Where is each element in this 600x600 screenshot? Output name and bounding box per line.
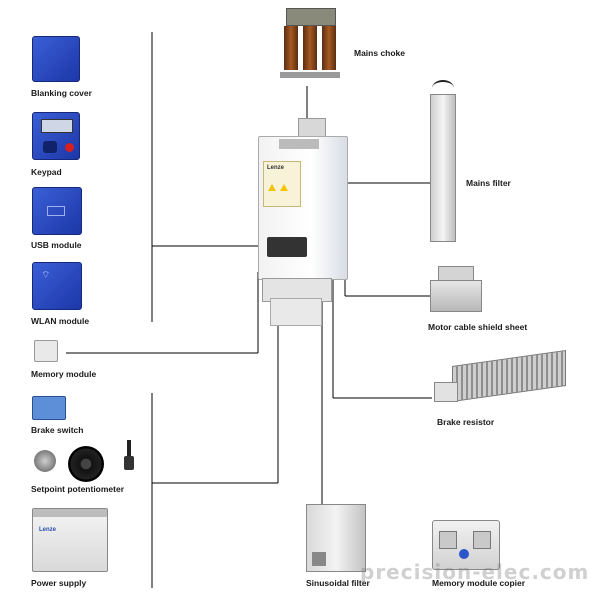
choke-coil-1 [284, 26, 298, 70]
shield-sheet-image [430, 266, 482, 314]
power-supply-terminals [33, 509, 107, 517]
wlan-module-image: ⌔ [32, 262, 82, 310]
shield-sheet-plate [430, 280, 482, 312]
copier-slot-1 [439, 531, 457, 549]
choke-coil-3 [322, 26, 336, 70]
inverter-terminal-block [267, 237, 307, 257]
mains-filter-body [430, 94, 456, 242]
inverter-shield-plate [270, 298, 322, 326]
keypad-image [32, 112, 80, 160]
brake-resistor-terminal [434, 382, 458, 402]
mains-filter-label: Mains filter [466, 178, 511, 188]
keypad-display [41, 119, 73, 133]
sinusoidal-filter-image [306, 504, 366, 572]
watermark-text: precision-elec.com [360, 560, 590, 584]
wlan-module-label: WLAN module [31, 316, 90, 326]
mains-filter-cable [432, 80, 454, 96]
sinusoidal-filter-terminal [312, 552, 326, 566]
memory-module-label: Memory module [31, 369, 97, 379]
sinusoidal-filter-label: Sinusoidal filter [306, 578, 370, 588]
memory-module-copier-image [432, 520, 500, 570]
blanking-cover-label: Blanking cover [31, 88, 92, 98]
power-supply-image: Lenze [32, 508, 108, 572]
usb-module-label: USB module [31, 240, 82, 250]
copier-slot-2 [473, 531, 491, 549]
brake-resistor-grille [452, 349, 566, 403]
keypad-stop-button [65, 143, 74, 152]
mains-choke-image [280, 8, 340, 80]
brake-resistor-label: Brake resistor [437, 417, 495, 427]
power-supply-label: Power supply [31, 578, 87, 588]
choke-terminals [286, 8, 336, 26]
inverter-housing: Lenze [258, 136, 348, 280]
warning-triangle-icon [268, 184, 276, 191]
mains-filter-image [428, 80, 458, 244]
inverter-device-image: Lenze [254, 118, 350, 328]
mains-choke-label: Mains choke [354, 48, 406, 58]
usb-module-image [32, 187, 82, 235]
potentiometer-shaft-image [124, 440, 134, 474]
choke-coil-2 [303, 26, 317, 70]
setpoint-potentiometer-label: Setpoint potentiometer [31, 484, 125, 494]
choke-base [280, 72, 340, 78]
copier-button [459, 549, 469, 559]
keypad-label: Keypad [31, 167, 62, 177]
potentiometer-dial-image [68, 446, 104, 482]
copier-body [432, 520, 500, 570]
brake-switch-label: Brake switch [31, 425, 84, 435]
memory-module-image [34, 340, 58, 362]
wifi-icon: ⌔ [41, 270, 51, 281]
power-supply-brand: Lenze [39, 527, 57, 533]
brake-switch-image [32, 396, 66, 420]
inverter-warning-label: Lenze [263, 161, 301, 207]
blanking-cover-image [32, 36, 80, 82]
memory-module-copier-label: Memory module copier [432, 578, 526, 588]
usb-port-icon [47, 206, 65, 216]
motor-cable-shield-sheet-label: Motor cable shield sheet [428, 322, 528, 332]
inverter-top-terminals [279, 139, 319, 149]
warning-triangle-icon [280, 184, 288, 191]
potentiometer-knob-image [34, 450, 56, 472]
brake-resistor-image [430, 349, 570, 408]
keypad-nav-pad [43, 141, 57, 153]
inverter-brand: Lenze [267, 165, 285, 171]
